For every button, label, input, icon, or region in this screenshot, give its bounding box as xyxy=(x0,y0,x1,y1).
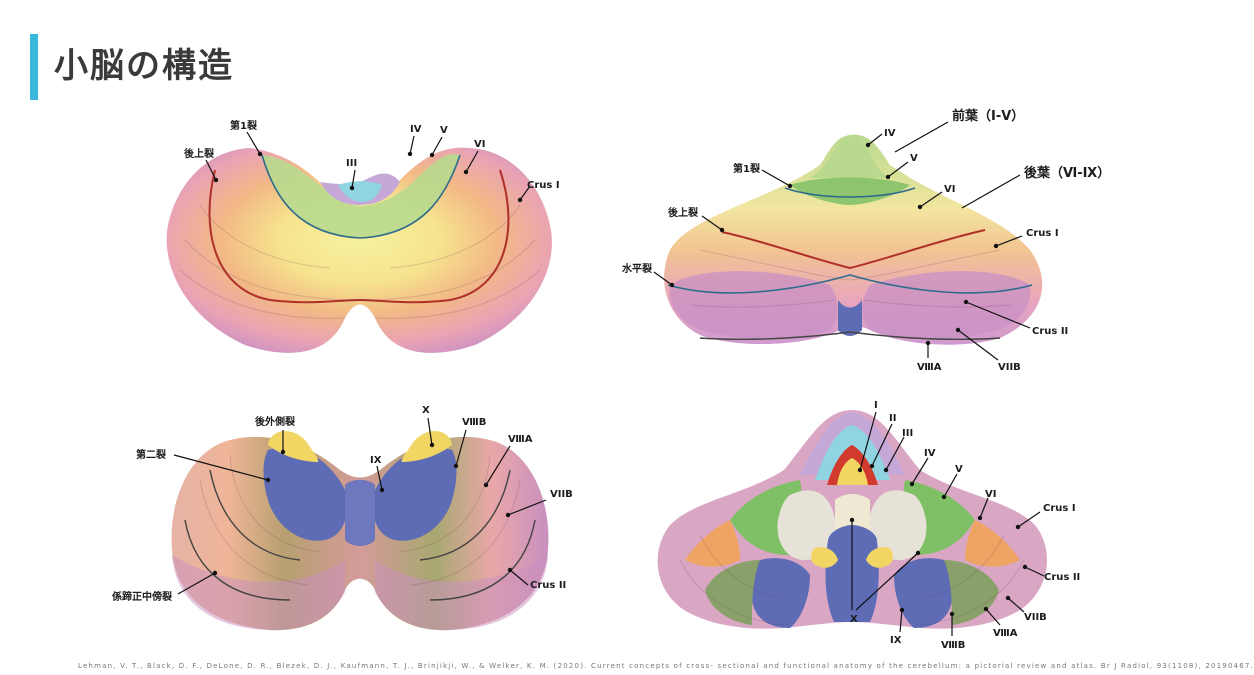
inferior-label-ix: IX xyxy=(370,455,382,466)
anterior-label-viib: VIIB xyxy=(1024,612,1047,623)
title-accent-bar xyxy=(30,34,38,100)
ps-label-post-superior: 後上裂 xyxy=(668,206,698,219)
cerebellum-diagram: 第1裂 後上裂 IV V VI III Crus I IV V 前葉（Ⅰ-Ⅴ） … xyxy=(112,108,1110,651)
posterior-superior-view: IV V 前葉（Ⅰ-Ⅴ） 後葉（Ⅵ-Ⅸ） 第1裂 VI 後上裂 Crus I 水… xyxy=(621,108,1110,373)
inferior-label-x: X xyxy=(422,405,430,416)
superior-view: 第1裂 後上裂 IV V VI III Crus I xyxy=(166,119,560,353)
ps-label-anterior-lobe: 前葉（Ⅰ-Ⅴ） xyxy=(952,108,1024,124)
anterior-label-crus-i: Crus I xyxy=(1043,503,1076,514)
anterior-label-i: I xyxy=(874,400,878,411)
anterior-view: I II III IV V VI Crus I Crus II VIIB ⅧA … xyxy=(657,400,1080,651)
ps-label-crus-i: Crus I xyxy=(1026,228,1059,239)
superior-label-v: V xyxy=(440,125,448,136)
ps-label-vi: VI xyxy=(944,184,955,195)
superior-label-iv: IV xyxy=(410,124,422,135)
anterior-label-ii: II xyxy=(889,413,896,424)
ps-label-viib: VIIB xyxy=(998,362,1021,373)
ps-label-viiia: ⅧA xyxy=(917,362,942,373)
superior-label-post-superior: 後上裂 xyxy=(184,147,214,160)
page-title: 小脳の構造 xyxy=(54,46,234,86)
inferior-label-post-lateral: 後外側裂 xyxy=(255,415,295,428)
citation: Lehman, V. T., Black, D. F., DeLone, D. … xyxy=(78,662,1254,670)
ps-label-v: V xyxy=(910,153,918,164)
inferior-label-viiia: ⅧA xyxy=(508,434,533,445)
anterior-label-iii: III xyxy=(902,428,913,439)
ps-label-crus-ii: Crus II xyxy=(1032,326,1068,337)
anterior-label-vi: VI xyxy=(985,489,996,500)
ps-label-posterior-lobe: 後葉（Ⅵ-Ⅸ） xyxy=(1024,165,1110,181)
inferior-label-crus-ii: Crus II xyxy=(530,580,566,591)
inferior-label-viiib: ⅧB xyxy=(462,417,486,428)
anterior-label-crus-ii: Crus II xyxy=(1044,572,1080,583)
inferior-view: 後外側裂 X ⅧB ⅧA 第二裂 IX VIIB 係蹄正中傍裂 Crus II xyxy=(112,405,573,631)
superior-label-crus-i: Crus I xyxy=(527,180,560,191)
anterior-label-ix: IX xyxy=(890,635,902,646)
inferior-label-fissure-2: 第二裂 xyxy=(136,448,166,461)
anterior-label-viiib: ⅧB xyxy=(941,640,965,651)
ps-label-horizontal: 水平裂 xyxy=(621,262,652,275)
ps-label-fissure-1: 第1裂 xyxy=(733,162,760,175)
inferior-label-viib: VIIB xyxy=(550,489,573,500)
superior-label-vi: VI xyxy=(474,139,485,150)
anterior-label-iv: IV xyxy=(924,448,936,459)
superior-label-fissure-1: 第1裂 xyxy=(230,119,257,132)
superior-label-iii: III xyxy=(346,158,357,169)
anterior-label-v: V xyxy=(955,464,963,475)
inferior-label-paramedian: 係蹄正中傍裂 xyxy=(112,590,172,603)
anterior-label-x: X xyxy=(850,614,858,625)
anterior-label-viiia: ⅧA xyxy=(993,628,1018,639)
ps-label-iv: IV xyxy=(884,128,896,139)
